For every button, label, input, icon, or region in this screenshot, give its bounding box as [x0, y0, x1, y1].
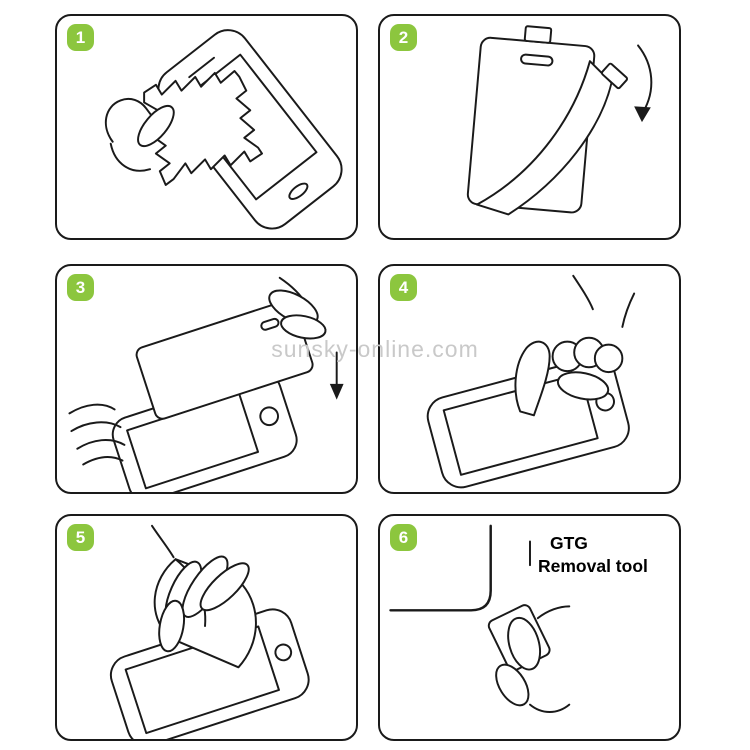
step-number: 4: [398, 278, 409, 297]
pressing-hand: [514, 274, 636, 417]
step-5-illustration-smooth-cloth: [109, 524, 310, 739]
pinching-fingers: [268, 276, 327, 340]
hand: [104, 97, 175, 172]
left-hand: [68, 403, 126, 466]
step-number: 6: [398, 528, 409, 547]
step-number-badge-3: 3: [67, 274, 94, 301]
phone-outline: [111, 372, 298, 492]
step-panel-3: 3: [55, 264, 358, 494]
step-number: 5: [75, 528, 86, 547]
removal-tool-and-hand: [487, 604, 571, 713]
arrow-down-icon: [329, 351, 344, 400]
step-1-illustration-clean-screen: [104, 29, 343, 230]
step-6-illustration-removal-tool: [389, 524, 571, 713]
step-number-badge-4: 4: [390, 274, 417, 301]
hand: [150, 524, 250, 653]
step-2-illustration-peel-film: [466, 25, 653, 216]
step-number-badge-1: 1: [67, 24, 94, 51]
step-number: 3: [75, 278, 86, 297]
step-panel-4: 4: [378, 264, 681, 494]
film-tab: [600, 62, 629, 90]
step-number: 2: [398, 28, 409, 47]
step-panel-2: 2: [378, 14, 681, 240]
step-number-badge-6: 6: [390, 524, 417, 551]
thumb: [556, 371, 610, 401]
cleaning-cloth: [143, 70, 263, 186]
step-3-illustration-place-protector: [68, 276, 344, 492]
step-number: 1: [75, 28, 86, 47]
removal-tool-label: GTG Removal tool: [538, 532, 648, 578]
curved-arrow-icon: [634, 44, 653, 123]
step-panel-5: 5: [55, 514, 358, 741]
step-panel-1: 1: [55, 14, 358, 240]
thumb: [158, 599, 186, 653]
step-4-illustration-press-screen: [426, 274, 636, 489]
removal-tool-label-line2: Removal tool: [538, 555, 648, 576]
index-finger: [514, 340, 551, 417]
step-number-badge-5: 5: [67, 524, 94, 551]
thumb: [507, 616, 542, 671]
step-number-badge-2: 2: [390, 24, 417, 51]
device-corner-edge: [389, 524, 492, 612]
step-panel-6: 6 GTG Removal tool: [378, 514, 681, 741]
removal-tool-label-line1: GTG: [550, 533, 588, 553]
